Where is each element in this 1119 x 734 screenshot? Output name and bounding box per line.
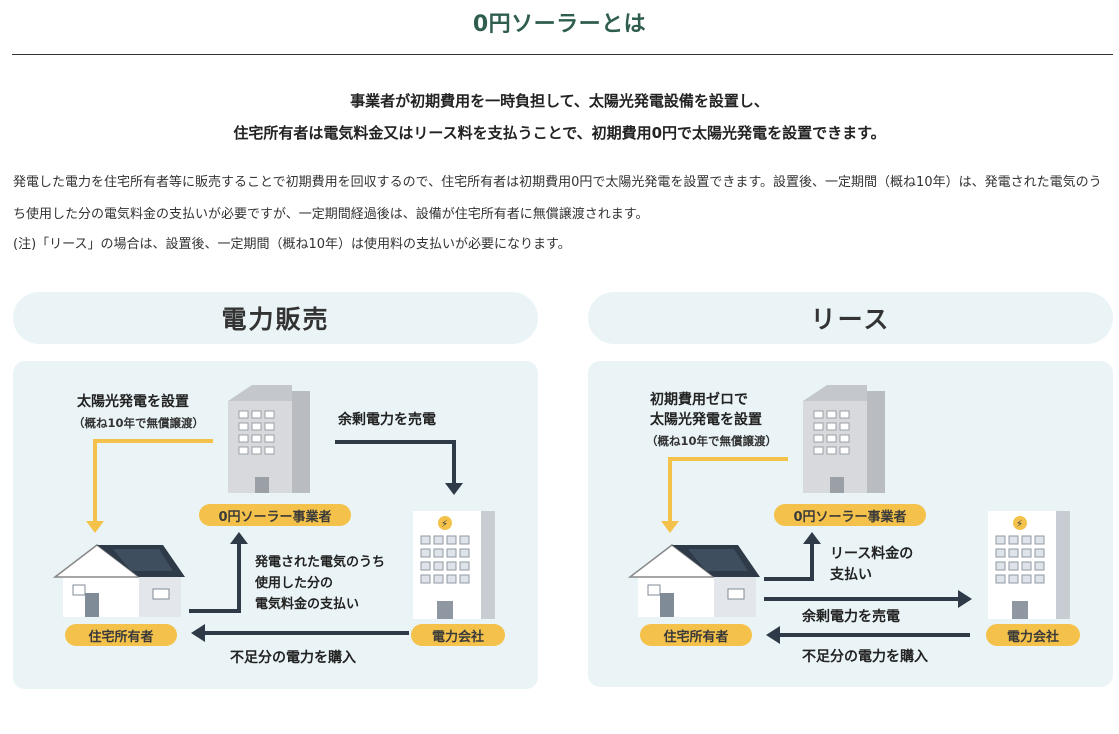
install-label: 太陽光発電を設置: [77, 394, 189, 410]
sell-label: 余剰電力を売電: [802, 609, 900, 625]
section-header-lease: リース: [588, 292, 1113, 344]
lead-line-2: 住宅所有者は電気料金又はリース料を支払うことで、初期費用0円で太陽光発電を設置で…: [233, 124, 886, 142]
owner-badge: 住宅所有者: [640, 624, 752, 646]
diagram-panel-lease: ⚡ 初期費用ゼロで 太陽光発電を設置 （概ね10年で無償譲渡） リース料金の 支…: [588, 361, 1113, 687]
install-sub-label: （概ね10年で無償譲渡）: [646, 434, 778, 448]
operator-badge: 0円ソーラー事業者: [199, 504, 351, 526]
payment-label-line-2: 使用した分の: [255, 576, 334, 591]
title-divider: [12, 54, 1113, 55]
payment-label-line-3: 電気料金の支払い: [255, 597, 360, 612]
section-header-sales: 電力販売: [13, 292, 538, 344]
house-icon: [52, 544, 185, 617]
lease-payment-line-1: リース料金の: [830, 546, 914, 562]
install-sub-label: （概ね10年で無償譲渡）: [73, 416, 205, 430]
operator-building-icon: [228, 385, 310, 493]
diagram-art-sales: ⚡: [52, 385, 495, 642]
body-paragraph: 発電した電力を住宅所有者等に販売することで初期費用を回収するので、住宅所有者は初…: [13, 175, 1102, 222]
install-label-line-1: 初期費用ゼロで: [650, 392, 748, 408]
operator-building-icon: [803, 385, 885, 493]
sell-label: 余剰電力を売電: [338, 412, 436, 428]
svg-text:⚡: ⚡: [441, 519, 448, 530]
buy-label: 不足分の電力を購入: [802, 649, 928, 665]
owner-badge: 住宅所有者: [65, 624, 177, 646]
utility-building-icon: ⚡: [413, 511, 495, 619]
payment-label-line-1: 発電された電気のうち: [255, 555, 386, 570]
note-text: (注)「リース」の場合は、設置後、一定期間（概ね10年）は使用料の支払いが必要に…: [13, 237, 571, 252]
utility-badge: 電力会社: [411, 624, 505, 646]
diagram-art-lease: ⚡: [627, 385, 1070, 644]
lease-payment-line-2: 支払い: [830, 567, 872, 583]
diagram-panel-sales: ⚡ 太陽光発電を設置 （概ね10年で無償譲渡） 余剰電力を売電 発電された電気の…: [13, 361, 538, 689]
buy-label: 不足分の電力を購入: [230, 650, 356, 666]
install-label-line-2: 太陽光発電を設置: [650, 412, 762, 428]
utility-badge: 電力会社: [986, 624, 1080, 646]
operator-badge: 0円ソーラー事業者: [774, 504, 926, 526]
page-title: 0円ソーラーとは: [472, 12, 647, 37]
house-icon: [627, 544, 760, 617]
lead-line-1: 事業者が初期費用を一時負担して、太陽光発電設備を設置し、: [350, 92, 769, 110]
utility-building-icon: ⚡: [988, 511, 1070, 619]
svg-text:⚡: ⚡: [1016, 519, 1023, 530]
